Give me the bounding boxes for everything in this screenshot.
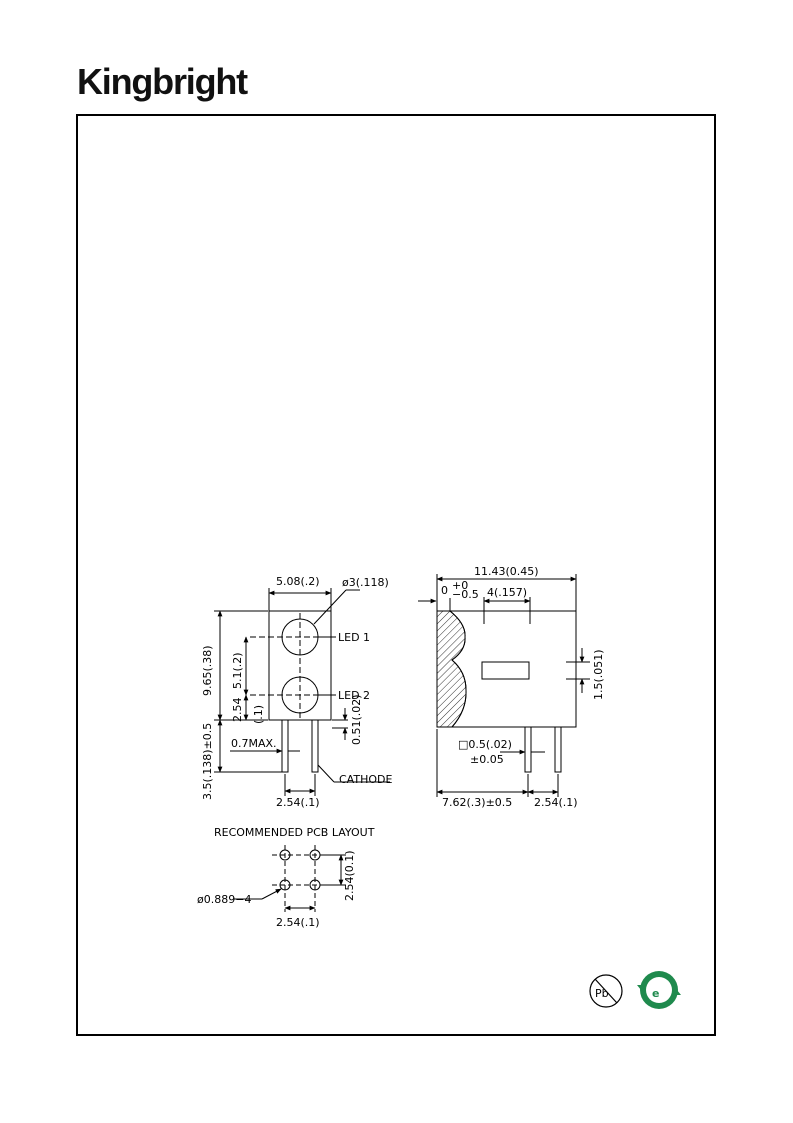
lower-dim-b-text: (.1) — [252, 705, 265, 724]
overall-dim-text: 11.43(0.45) — [474, 565, 539, 578]
lower-dim-a-text: 2.54 — [231, 698, 244, 723]
diameter-dim-text: ø3(.118) — [342, 576, 389, 589]
lead-length-dim-text: 3.5(.138)±0.5 — [201, 723, 214, 800]
width-dim-text: 5.08(.2) — [276, 575, 320, 588]
lead-width-dim-text: 0.7MAX. — [231, 737, 277, 750]
pin-tol-text: ±0.05 — [470, 753, 504, 766]
led-housing-front — [268, 610, 332, 721]
led1-label: LED 1 — [338, 631, 370, 644]
rohs-text: e — [652, 987, 659, 1000]
depth-dim-text: 7.62(.3)±0.5 — [442, 796, 512, 809]
tol-zero-text: 0 — [441, 584, 448, 597]
height-dim-text: 9.65(.38) — [201, 645, 214, 696]
tol-top-text: +0 — [452, 579, 468, 592]
pin-pitch-dim-text: 2.54(.1) — [534, 796, 578, 809]
side-view — [418, 574, 590, 797]
side-slot — [481, 661, 530, 680]
brand-logo: Kingbright — [77, 61, 248, 102]
pcb-layout-title: RECOMMENDED PCB LAYOUT — [214, 826, 375, 839]
lead-left — [281, 719, 289, 773]
rohs-e-icon: e — [637, 971, 681, 1009]
lead-pitch-dim-text: 2.54(.1) — [276, 796, 320, 809]
window-dim-text: 4(.157) — [487, 586, 527, 599]
tol-bottom-text: −0.5 — [452, 588, 479, 601]
pcb-vertical-dim-text: 2.54(0.1) — [343, 850, 356, 901]
side-pin-left — [524, 726, 532, 773]
pin-dim-text: □0.5(.02) — [458, 738, 512, 751]
pcb-layout — [234, 845, 346, 912]
front-view-labels: 5.08(.2) ø3(.118) LED 1 LED 2 9.65(.38) … — [201, 575, 392, 809]
slot-dim-text: 1.5(.051) — [592, 649, 605, 700]
hatched-lens-section — [436, 610, 467, 728]
cathode-label: CATHODE — [339, 773, 392, 786]
pb-text: Pb — [595, 987, 609, 1000]
front-view — [214, 588, 390, 796]
lead-right — [311, 719, 319, 773]
side-pin-right — [554, 726, 562, 773]
side-view-labels: 11.43(0.45) 0 +0 −0.5 4(.157) 1.5(.051) … — [441, 565, 605, 809]
pitch-dim-text: 5.1(.2) — [231, 652, 244, 689]
pcb-layout-labels: RECOMMENDED PCB LAYOUT 2.54(0.1) ø0.889−… — [197, 826, 375, 929]
pb-free-icon: Pb — [589, 974, 623, 1008]
led2-label: LED 2 — [338, 689, 370, 702]
pcb-horizontal-dim-text: 2.54(.1) — [276, 916, 320, 929]
drawing-frame — [76, 114, 716, 1036]
lead-dim-text: 0.51(.02) — [350, 694, 363, 745]
pcb-hole-dim-text: ø0.889−4 — [197, 893, 251, 906]
